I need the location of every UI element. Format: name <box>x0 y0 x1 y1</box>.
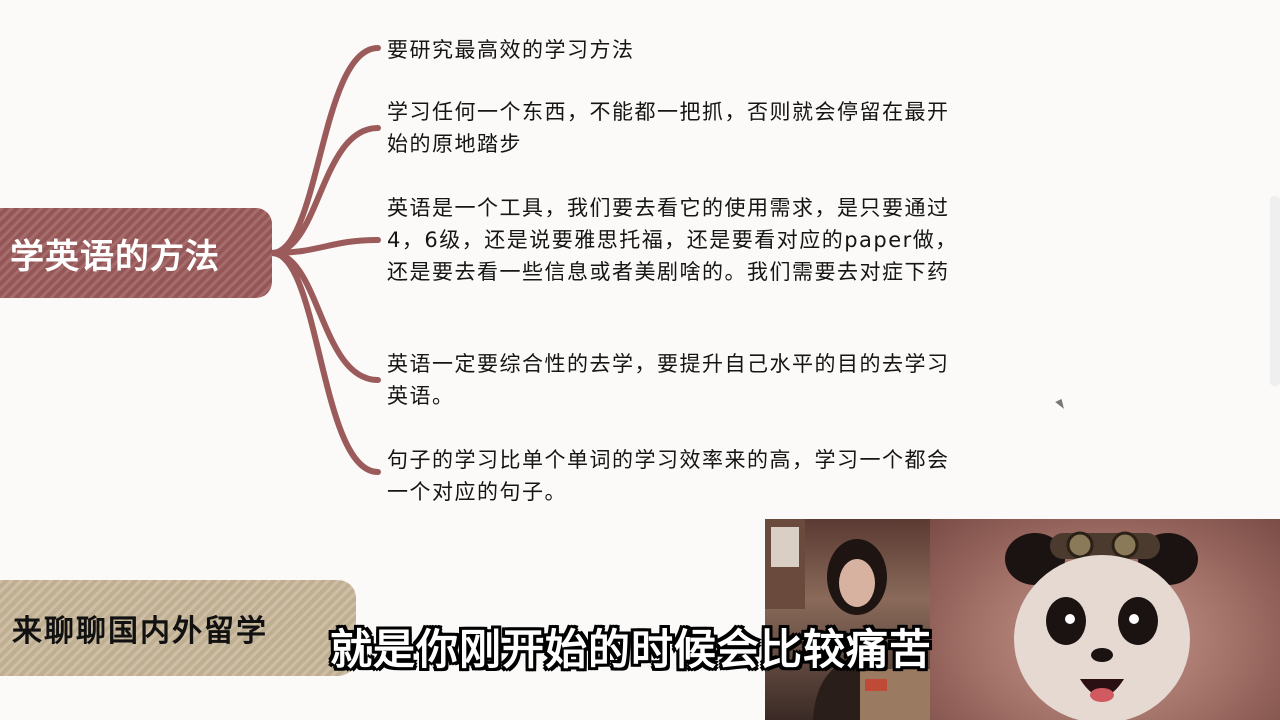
channel-banner: 来聊聊国内外留学 <box>0 580 356 676</box>
branch-3-text[interactable]: 英语是一个工具，我们要去看它的使用需求，是只要通过4，6级，还是说要雅思托福，还… <box>387 196 958 284</box>
connector-1 <box>269 45 381 256</box>
connector-3 <box>269 237 381 256</box>
central-topic-node[interactable]: 学英语的方法 <box>0 208 272 298</box>
panda-avatar-illustration <box>1005 531 1198 720</box>
branch-4-text[interactable]: 英语一定要综合性的去学，要提升自己水平的目的去学习英语。 <box>387 352 950 408</box>
panda-avatar-video <box>930 519 1280 720</box>
scrollbar[interactable] <box>1270 196 1280 386</box>
branch-2-text[interactable]: 学习任何一个东西，不能都一把抓，否则就会停留在最开始的原地踏步 <box>387 100 950 156</box>
subtitle-caption: 就是你刚开始的时候会比较痛苦 <box>330 625 933 674</box>
branch-1-text[interactable]: 要研究最高效的学习方法 <box>387 38 635 62</box>
webcam-person-video <box>765 519 930 720</box>
connector-2 <box>269 125 381 256</box>
person-illustration <box>765 519 930 720</box>
branch-5-text[interactable]: 句子的学习比单个单词的学习效率来的高，学习一个都会一个对应的句子。 <box>387 448 950 504</box>
central-topic-label: 学英语的方法 <box>10 236 220 277</box>
connector-5 <box>269 250 381 475</box>
connector-4 <box>269 250 381 383</box>
channel-banner-label: 来聊聊国内外留学 <box>12 614 268 649</box>
